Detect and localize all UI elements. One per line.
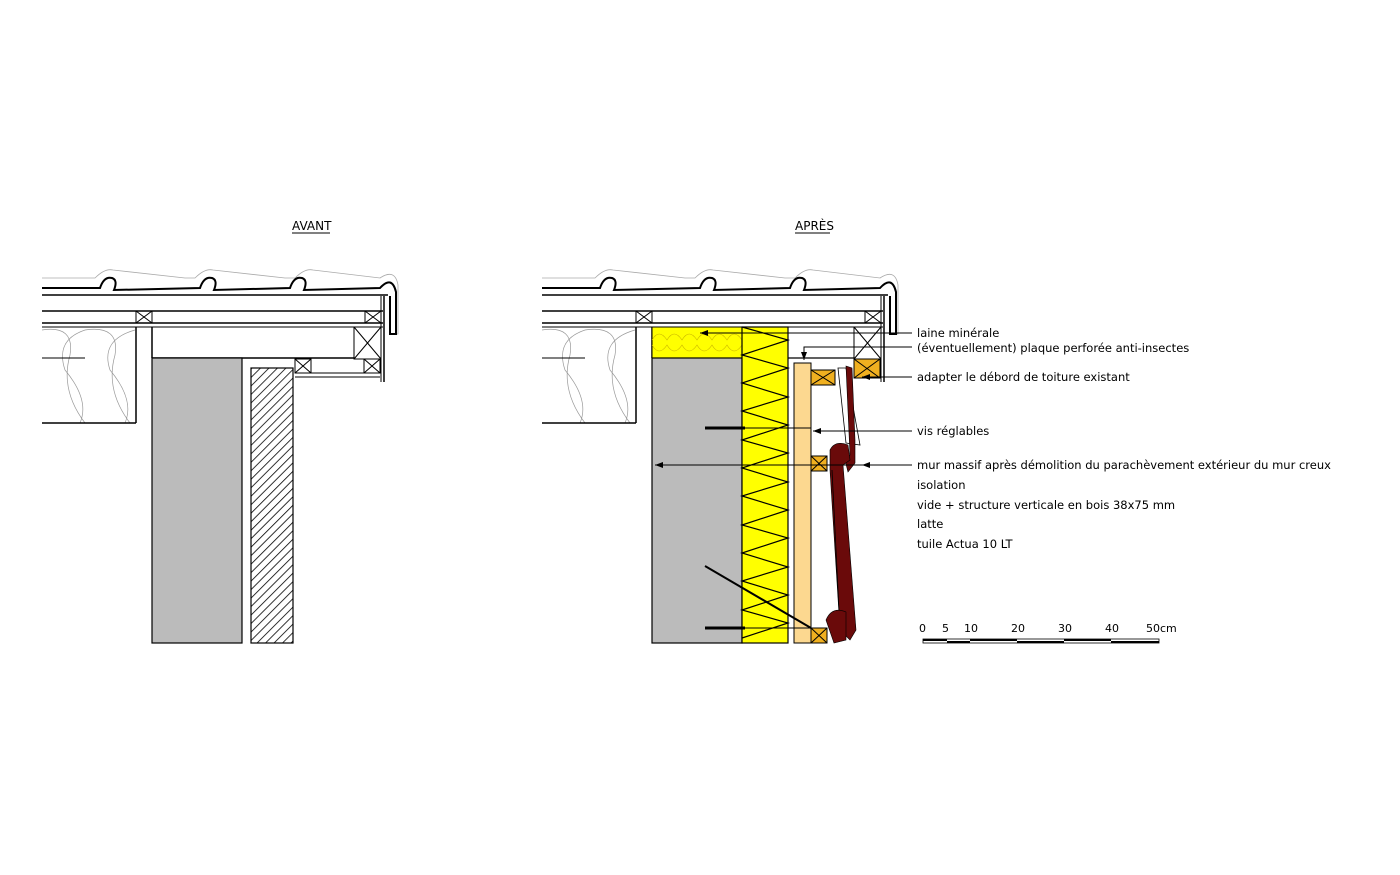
label-plaque: (éventuellement) plaque perforée anti-in… — [917, 341, 1189, 355]
roof-insulation — [41, 328, 136, 424]
label-debord: adapter le débord de toiture existant — [917, 370, 1130, 384]
svg-text:50cm: 50cm — [1146, 622, 1177, 635]
concrete-wall-before — [151, 357, 243, 644]
before-section: AVANT — [41, 219, 399, 644]
mineral-wool — [651, 326, 743, 359]
label-laine: laine minérale — [917, 326, 999, 340]
roof-tiles-after — [542, 269, 899, 335]
svg-text:10: 10 — [964, 622, 978, 635]
leader-lines — [655, 330, 912, 468]
svg-text:5: 5 — [942, 622, 949, 635]
label-isolation: isolation — [917, 478, 966, 492]
batten-boxes — [135, 310, 382, 374]
svg-text:40: 40 — [1105, 622, 1119, 635]
brick-facade — [250, 367, 294, 644]
wood-structure — [793, 362, 812, 644]
svg-text:20: 20 — [1011, 622, 1025, 635]
after-title: APRÈS — [795, 218, 834, 233]
svg-text:30: 30 — [1058, 622, 1072, 635]
after-section: APRÈS — [541, 218, 1331, 644]
label-latte: latte — [917, 517, 943, 531]
label-tuile: tuile Actua 10 LT — [917, 537, 1014, 551]
label-mur: mur massif après démolition du parachève… — [917, 458, 1331, 472]
label-vide: vide + structure verticale en bois 38x75… — [917, 498, 1175, 512]
before-title: AVANT — [292, 219, 332, 233]
facade-tiles — [825, 365, 861, 644]
scale-bar: 0 5 10 20 30 40 50cm — [919, 622, 1177, 644]
adjustable-screws — [704, 426, 812, 630]
concrete-wall-after — [651, 357, 743, 644]
roof-tiles — [42, 269, 399, 335]
wall-insulation — [741, 326, 789, 644]
svg-text:0: 0 — [919, 622, 926, 635]
label-vis: vis réglables — [917, 424, 989, 438]
annotations: laine minérale (éventuellement) plaque p… — [917, 326, 1331, 551]
